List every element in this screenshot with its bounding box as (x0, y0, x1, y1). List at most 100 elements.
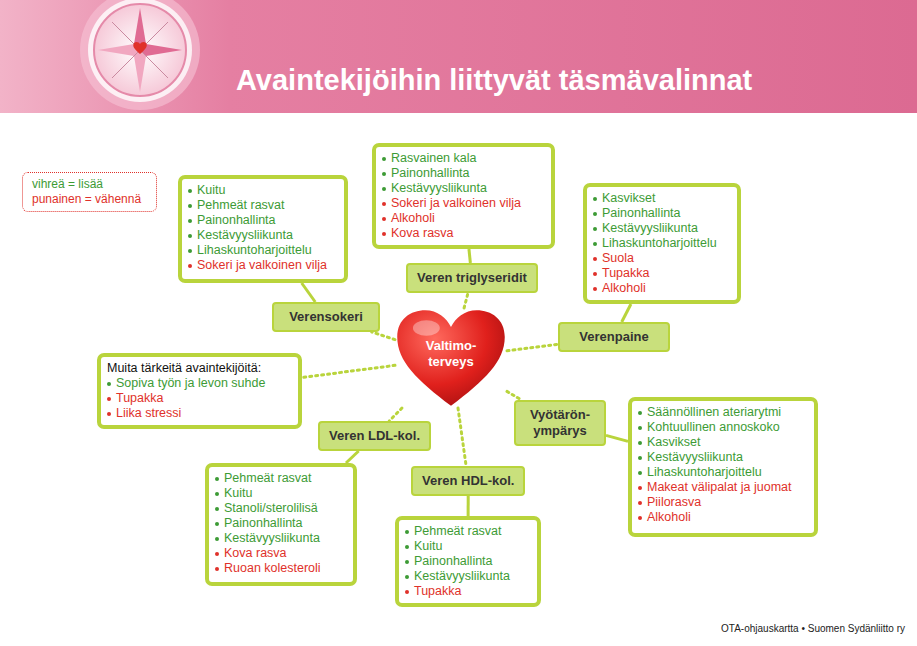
bullet-dot (215, 552, 219, 556)
list-row: Painonhallinta (593, 206, 729, 221)
bullet-dot (593, 212, 597, 216)
category-label: Veren triglyseridit (417, 270, 527, 286)
list-row: Kestävyysliikunta (405, 569, 529, 584)
list-row: Makeat välipalat ja juomat (638, 480, 806, 495)
legend-box: vihreä = lisääpunainen = vähennä (22, 172, 157, 212)
list-row: Sokeri ja valkoinen vilja (382, 196, 543, 211)
list-item: Kestävyysliikunta (224, 531, 320, 546)
list-item: Rasvainen kala (391, 151, 476, 166)
bullet-dot (405, 545, 409, 549)
bullet-dot (382, 232, 386, 236)
footer-credit: OTA-ohjauskartta • Suomen Sydänliitto ry (721, 623, 905, 634)
list-row: Kasvikset (638, 435, 806, 450)
dotted-connector (464, 293, 468, 308)
list-item: Kova rasva (391, 226, 454, 241)
list-row: Kestävyysliikunta (593, 221, 729, 236)
list-item: Ruoan kolesteroli (224, 561, 321, 576)
list-item: Lihaskuntoharjoittelu (197, 243, 312, 258)
list-item: Kuitu (414, 539, 443, 554)
list-item: Tupakka (602, 266, 649, 281)
bullet-dot (188, 219, 192, 223)
bullet-dot (593, 272, 597, 276)
bullet-dot (188, 189, 192, 193)
list-item: Kestävyysliikunta (197, 228, 293, 243)
list-row: Lihaskuntoharjoittelu (638, 465, 806, 480)
bullet-dot (107, 397, 111, 401)
list-row: Kasvikset (593, 191, 729, 206)
category-label: Vyötärön- ympärys (525, 407, 595, 439)
list-item: Pehmeät rasvat (224, 471, 312, 486)
bullet-dot (593, 227, 597, 231)
factor-list-box: Pehmeät rasvatKuituPainonhallintaKestävy… (395, 516, 541, 607)
bullet-dot (382, 157, 386, 161)
category-box: Veren HDL-kol. (411, 466, 525, 496)
list-row: Tupakka (107, 391, 290, 406)
bullet-dot (215, 477, 219, 481)
bullet-dot (215, 522, 219, 526)
list-item: Pehmeät rasvat (414, 524, 502, 539)
list-row: Tupakka (593, 266, 729, 281)
list-item: Pehmeät rasvat (197, 198, 285, 213)
list-row: Kohtuullinen annoskoko (638, 420, 806, 435)
list-row: Painonhallinta (382, 166, 543, 181)
bullet-dot (382, 187, 386, 191)
list-item: Kestävyysliikunta (391, 181, 487, 196)
list-item: Alkoholi (602, 281, 646, 296)
list-row: Kestävyysliikunta (215, 531, 345, 546)
list-row: Kuitu (405, 539, 529, 554)
list-item: Makeat välipalat ja juomat (647, 480, 792, 495)
list-row: Suola (593, 251, 729, 266)
page-title: Avaintekijöihin liittyvät täsmävalinnat (236, 64, 752, 97)
list-item: Painonhallinta (602, 206, 681, 221)
list-row: Rasvainen kala (382, 151, 543, 166)
list-item: Kohtuullinen annoskoko (647, 420, 780, 435)
category-label: Verensokeri (289, 309, 363, 325)
list-item: Kasvikset (602, 191, 656, 206)
list-row: Sopiva työn ja levon suhde (107, 376, 290, 391)
bullet-dot (107, 412, 111, 416)
bullet-dot (638, 426, 642, 430)
list-item: Painonhallinta (224, 516, 303, 531)
category-box: Vyötärön- ympärys (514, 400, 606, 446)
list-item: Sopiva työn ja levon suhde (116, 376, 265, 391)
list-row: Ruoan kolesteroli (215, 561, 345, 576)
bullet-dot (107, 382, 111, 386)
list-item: Kova rasva (224, 546, 287, 561)
list-row: Kuitu (188, 183, 336, 198)
list-item: Sokeri ja valkoinen vilja (197, 258, 327, 273)
category-box: Verenpaine (558, 322, 670, 352)
list-item: Kestävyysliikunta (647, 450, 743, 465)
bullet-dot (638, 516, 642, 520)
list-item: Lihaskuntoharjoittelu (602, 236, 717, 251)
factor-list-box: KuituPehmeät rasvatPainonhallintaKestävy… (178, 175, 348, 283)
dotted-connector (389, 408, 402, 421)
bullet-dot (405, 590, 409, 594)
list-row: Kestävyysliikunta (382, 181, 543, 196)
list-item: Suola (602, 251, 634, 266)
factor-list-box: Säännöllinen ateriarytmiKohtuullinen ann… (628, 397, 818, 537)
bullet-dot (215, 507, 219, 511)
factor-list-box: KasviksetPainonhallintaKestävyysliikunta… (583, 183, 741, 304)
list-item: Alkoholi (391, 211, 435, 226)
bullet-dot (638, 486, 642, 490)
list-item: Liika stressi (116, 406, 181, 421)
list-item: Stanoli/sterolilisä (224, 501, 318, 516)
list-row: Alkoholi (638, 510, 806, 525)
bullet-dot (405, 575, 409, 579)
bullet-dot (593, 257, 597, 261)
list-row: Pehmeät rasvat (188, 198, 336, 213)
heart-label: Valtimo- terveys (420, 338, 482, 370)
connector (467, 496, 470, 516)
list-item: Sokeri ja valkoinen vilja (391, 196, 521, 211)
bullet-dot (593, 242, 597, 246)
category-box: Veren LDL-kol. (318, 421, 431, 451)
category-box: Veren triglyseridit (406, 263, 538, 293)
category-label: Veren HDL-kol. (422, 473, 514, 489)
bullet-dot (215, 492, 219, 496)
connector (606, 435, 628, 441)
list-row: Kova rasva (382, 226, 543, 241)
list-row: Stanoli/sterolilisä (215, 501, 345, 516)
list-row: Liika stressi (107, 406, 290, 421)
list-row: Painonhallinta (188, 213, 336, 228)
list-row: Muita tärkeitä avaintekijöitä: (107, 361, 290, 376)
